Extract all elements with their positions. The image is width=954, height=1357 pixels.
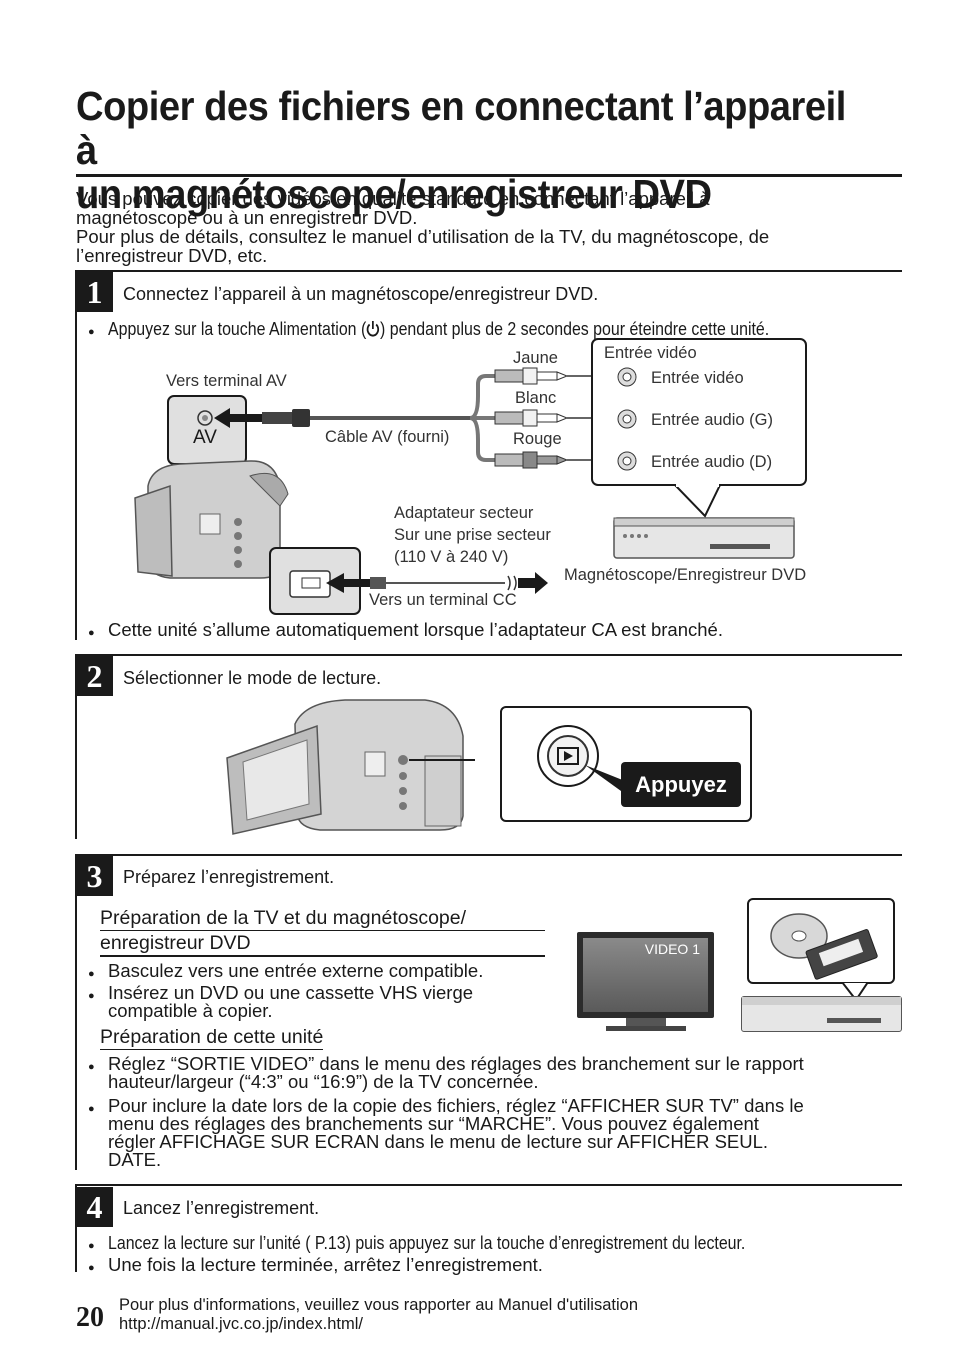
intro-line-4: l’enregistreur DVD, etc.: [76, 245, 268, 266]
bullet-text-line2: menu des réglages des branchements sur “…: [108, 1113, 759, 1134]
footer-note: Pour plus d'informations, veuillez vous …: [119, 1296, 638, 1334]
play-icon: [557, 747, 579, 765]
step2-instruction: Sélectionner le mode de lecture.: [123, 668, 382, 688]
bullet-text-line1: Pour inclure la date lors de la copie de…: [108, 1095, 804, 1116]
label-entree-video-header: Entrée vidéo: [604, 344, 697, 362]
rca-plug-yellow: [494, 367, 569, 385]
dvd-and-vhs-icon: [770, 913, 878, 980]
label-av: AV: [193, 427, 217, 448]
title-line-2: un magnétoscope/enregistreur DVD: [76, 171, 712, 217]
bullet-dot: ●: [88, 326, 95, 338]
bullet-text: Une fois la lecture terminée, arrêtez l’…: [108, 1254, 543, 1275]
step4-number: 4: [76, 1187, 113, 1227]
input-jack-audio-l: [617, 409, 637, 429]
step3-number: 3: [76, 856, 113, 896]
bullet-text-line4: DATE.: [108, 1149, 162, 1170]
step3-rule: [76, 854, 902, 856]
camcorder-drawing: [134, 460, 289, 579]
intro-line-2: magnétoscope ou à un enregistreur DVD.: [76, 207, 418, 228]
bullet-dot: ●: [88, 627, 95, 639]
power-icon: [366, 320, 380, 341]
intro-paragraph: Vous pouvez copier des vidéos en qualité…: [76, 189, 902, 265]
dc-plug: [370, 577, 386, 589]
bullet-text: Basculez vers une entrée externe compati…: [108, 960, 484, 981]
label-entree-audio-g: Entrée audio (G): [651, 411, 773, 429]
tv-input-label: VIDEO 1: [644, 941, 700, 957]
step4-instruction: Lancez l’enregistrement.: [123, 1198, 320, 1218]
label-cable-av: Câble AV (fourni): [325, 428, 450, 446]
step4-rule: [76, 1184, 902, 1186]
intro-line-3: Pour plus de détails, consultez le manue…: [76, 226, 770, 247]
input-jack-video: [617, 367, 637, 387]
step2-number: 2: [76, 656, 113, 696]
step3-instruction: Préparez l’enregistrement.: [123, 867, 335, 887]
step1-instruction: Connectez l’appareil à un magnétoscope/e…: [123, 284, 599, 304]
bullet-dot: ●: [88, 990, 95, 1002]
media-callout: [747, 898, 895, 984]
step3-side-rule: [75, 854, 77, 1170]
step1-side-rule: [75, 270, 77, 640]
av-plug: [262, 412, 292, 424]
power-note-before: Appuyez sur la touche Alimentation (: [108, 318, 367, 339]
step1-number: 1: [76, 272, 113, 312]
label-rouge: Rouge: [513, 430, 562, 448]
bullet-text: Cette unité s’allume automatiquement lor…: [108, 619, 723, 640]
bullet-text: Lancez la lecture sur l’unité ( P.13) pu…: [108, 1232, 746, 1253]
page-number: 20: [76, 1302, 104, 1333]
rca-plug-red: [494, 451, 569, 469]
rca-plug-white: [494, 409, 569, 427]
bullet-text-line3: régler AFFICHAGE SUR ECRAN dans le menu …: [108, 1131, 769, 1152]
bullet-dot: ●: [88, 1240, 95, 1252]
intro-line-1: Vous pouvez copier des vidéos en qualité…: [76, 188, 710, 209]
footer-url[interactable]: http://manual.jvc.co.jp/index.html/: [119, 1315, 363, 1333]
tv-drawing: VIDEO 1: [577, 932, 714, 1018]
label-vers-terminal-av: Vers terminal AV: [166, 372, 287, 390]
label-prise-secteur: Sur une prise secteur: [394, 526, 551, 544]
bullet-dot: ●: [88, 1061, 95, 1073]
power-note-after: ) pendant plus de 2 secondes pour éteind…: [380, 318, 770, 339]
bullet-text-line1: Réglez “SORTIE VIDEO” dans le menu des r…: [108, 1053, 804, 1074]
bullet-dot: ●: [88, 968, 95, 980]
label-vers-cc: Vers un terminal CC: [369, 591, 517, 609]
bullet-dot: ●: [88, 1262, 95, 1274]
step2-rule: [76, 654, 902, 656]
bullet-text-line1: Insérez un DVD ou une cassette VHS vierg…: [108, 982, 474, 1003]
step2-side-rule: [75, 654, 77, 839]
sub-heading-tv-prep: Préparation de la TV et du magnétoscope/…: [100, 906, 545, 955]
recorder-small-drawing: [741, 996, 902, 1032]
camcorder-open-drawing: [226, 699, 475, 835]
dvd-recorder-drawing: [613, 517, 795, 559]
step4-side-rule: [75, 1184, 77, 1272]
label-jaune: Jaune: [513, 349, 558, 367]
label-adaptateur: Adaptateur secteur: [394, 504, 534, 522]
page-title: Copier des fichiers en connectant l’appa…: [76, 84, 857, 216]
label-entree-audio-d: Entrée audio (D): [651, 453, 773, 471]
press-label: Appuyez: [621, 762, 741, 807]
playback-button[interactable]: [547, 735, 589, 777]
sub-heading-unit-prep: Préparation de cette unité: [100, 1026, 324, 1050]
label-entree-video: Entrée vidéo: [651, 369, 744, 387]
title-line-1: Copier des fichiers en connectant l’appa…: [76, 83, 846, 173]
bullet-text-line2: compatible à copier.: [108, 1000, 273, 1021]
step1-rule: [76, 270, 902, 272]
title-rule: [76, 174, 902, 177]
bullet-dot: ●: [88, 1103, 95, 1115]
sub-heading-tv-prep-line1: Préparation de la TV et du magnétoscope/: [100, 906, 545, 931]
label-recorder: Magnétoscope/Enregistreur DVD: [564, 566, 807, 584]
connection-diagram: [134, 338, 807, 615]
label-voltage: (110 V à 240 V): [394, 548, 509, 566]
input-jack-audio-r: [617, 451, 637, 471]
footer-line1: Pour plus d'informations, veuillez vous …: [119, 1296, 638, 1314]
sub-heading-tv-prep-line2: enregistreur DVD: [100, 932, 251, 954]
label-blanc: Blanc: [515, 389, 557, 407]
bullet-text-line2: hauteur/largeur (“4:3” ou “16:9”) de la …: [108, 1071, 539, 1092]
